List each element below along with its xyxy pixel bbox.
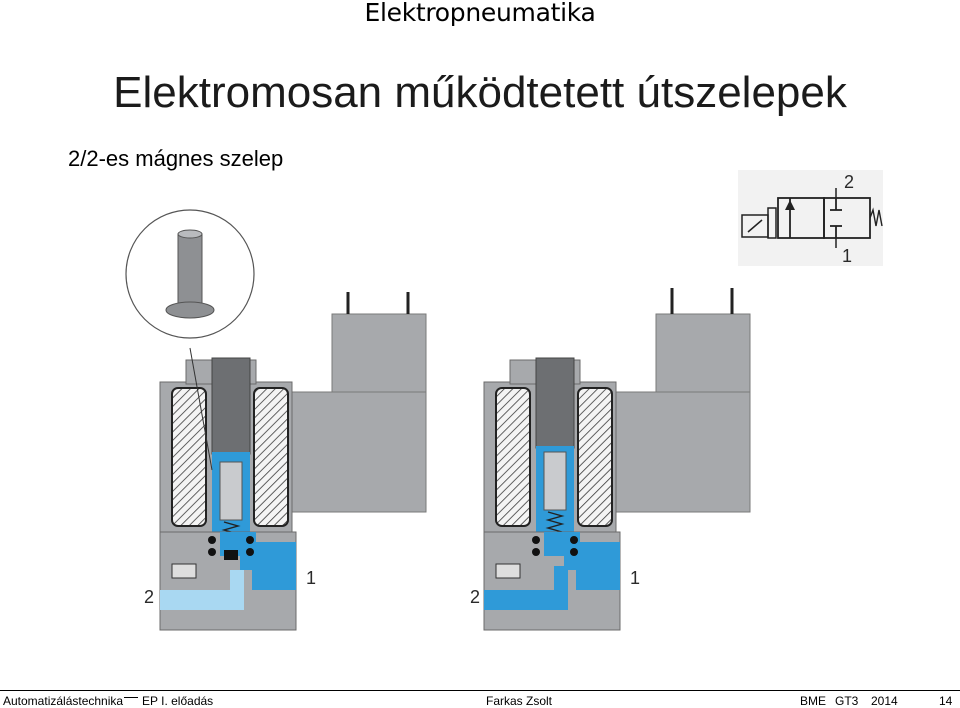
footer-author: Farkas Zsolt (486, 694, 553, 708)
slide-subtitle: 2/2-es mágnes szelep (68, 146, 284, 171)
footer-lecture: EP I. előadás (142, 694, 214, 708)
valve-symbol-diagram: 2 1 (738, 170, 883, 266)
symbol-port-1-label: 1 (842, 246, 852, 266)
footer-divider (0, 690, 960, 691)
slide-title: Elektromosan működtetett útszelepek (113, 68, 847, 117)
solenoid-valve-cross-section: 2 1 2 1 (120, 170, 880, 640)
footer-page-number: 14 (939, 694, 953, 708)
symbol-port-2-label: 2 (844, 172, 854, 192)
left-valve-port-2-label: 2 (144, 587, 154, 607)
section-header: Elektropneumatika (364, 0, 596, 27)
footer-dash (124, 697, 138, 698)
right-valve-port-2-label: 2 (470, 587, 480, 607)
footer-school: BME (800, 694, 827, 708)
right-valve: 2 1 (470, 288, 751, 631)
right-valve-port-1-label: 1 (630, 568, 640, 588)
left-valve: 2 1 (125, 209, 427, 631)
footer-year: 2014 (871, 694, 898, 708)
footer-course: Automatizálástechnika (3, 694, 124, 708)
left-valve-port-1-label: 1 (306, 568, 316, 588)
footer-code: GT3 (835, 694, 859, 708)
